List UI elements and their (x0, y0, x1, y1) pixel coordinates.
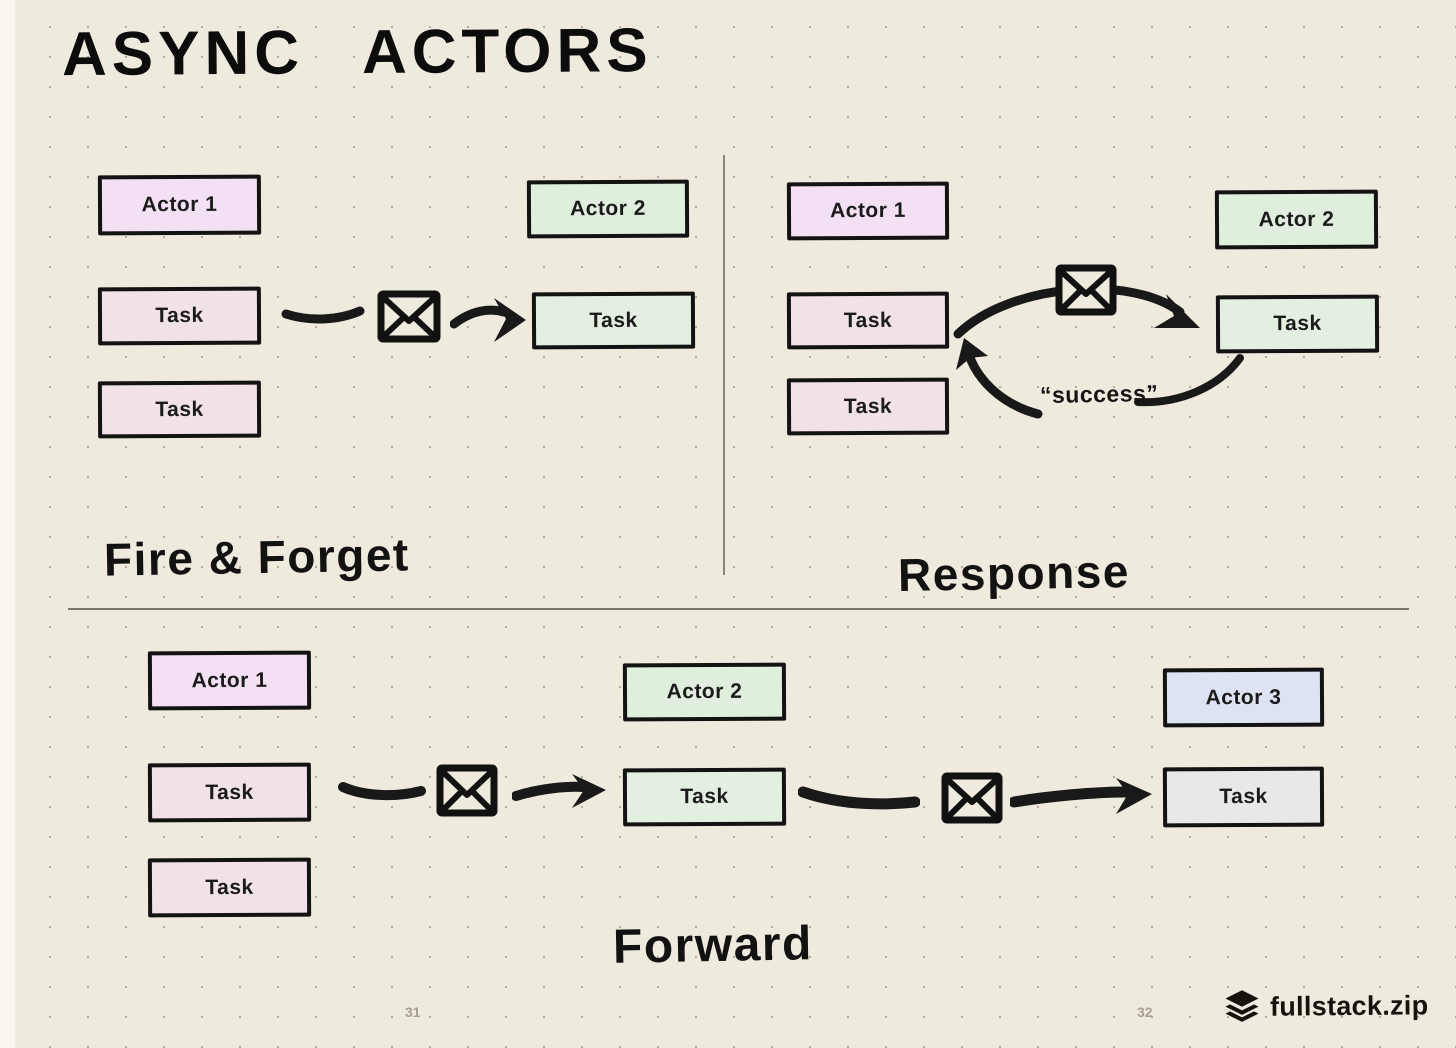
brush-arrow-icon (512, 774, 606, 808)
response-label: Response (897, 544, 1131, 602)
page-number-left: 31 (405, 1004, 421, 1020)
fw-actor3-box: Actor 3 (1162, 667, 1325, 728)
forward-label: Forward (612, 917, 814, 974)
envelope-icon (1055, 264, 1117, 316)
brush-dash-icon (338, 782, 426, 801)
brush-arrow-icon (1010, 778, 1152, 814)
brush-arrow-icon (450, 298, 526, 342)
envelope-icon (941, 772, 1003, 824)
rs-task1-box: Task (786, 291, 950, 350)
layers-icon (1225, 990, 1259, 1022)
fw-task4-box: Task (1162, 766, 1325, 828)
rs-actor2-box: Actor 2 (1214, 189, 1379, 250)
fw-actor1-box: Actor 1 (147, 650, 312, 711)
response-arc-left-arrow (956, 338, 1043, 419)
fire-forget-label: Fire & Forget (103, 528, 411, 586)
success-annotation: “success” (1039, 379, 1159, 409)
brand-logo: fullstack.zip (1224, 988, 1428, 1024)
brush-dash-icon (281, 306, 365, 324)
ff-task3-box: Task (531, 291, 696, 350)
left-margin-strip (0, 0, 15, 1048)
rs-task3-box: Task (1215, 294, 1380, 354)
envelope-icon (436, 764, 498, 817)
ff-task1-box: Task (97, 286, 262, 346)
vertical-divider (723, 155, 725, 575)
fw-task3-box: Task (622, 767, 787, 827)
response-arc-right (1134, 354, 1244, 407)
page-number-right: 32 (1137, 1004, 1153, 1020)
envelope-icon (377, 290, 441, 343)
ff-actor2-box: Actor 2 (526, 179, 690, 239)
brand-text: fullstack.zip (1269, 989, 1429, 1022)
rs-task2-box: Task (786, 377, 950, 436)
slide-title: ASYNC ACTORS (61, 16, 653, 90)
rs-actor1-box: Actor 1 (786, 181, 950, 241)
fw-task1-box: Task (147, 762, 312, 823)
horizontal-divider (68, 608, 1409, 610)
brush-dash-icon (798, 786, 920, 810)
ff-task2-box: Task (97, 380, 262, 439)
fw-actor2-box: Actor 2 (622, 662, 787, 722)
fw-task2-box: Task (147, 857, 312, 918)
ff-actor1-box: Actor 1 (97, 174, 262, 236)
